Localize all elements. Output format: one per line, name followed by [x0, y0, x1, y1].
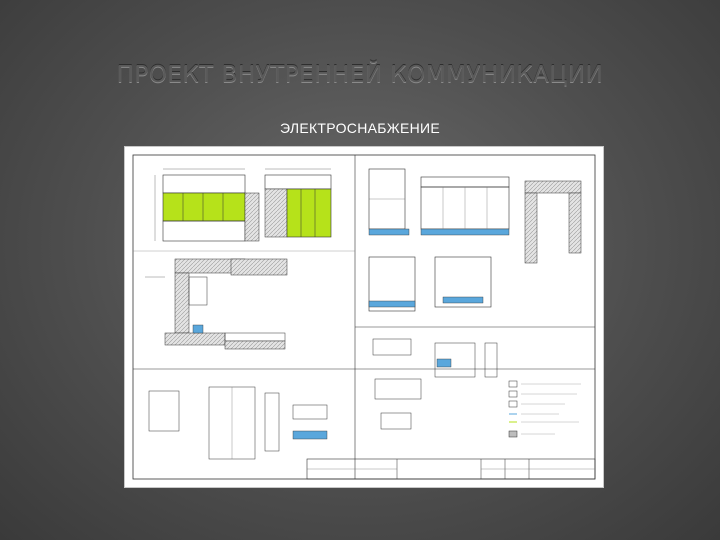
kitchen-elevation-left [154, 168, 260, 242]
title-block [306, 458, 596, 480]
technical-drawing-graphic [132, 154, 596, 480]
kitchen-elevation-right [264, 168, 332, 238]
wall-section-corner [524, 180, 582, 264]
slide-title: ПРОЕКТ ВНУТРЕННЕЙ КОММУНИКАЦИИ [116, 62, 604, 88]
detail-views [372, 338, 498, 430]
slide-subtitle: ЭЛЕКТРОСНАБЖЕНИЕ [279, 120, 441, 136]
wall-elevation-a [368, 168, 410, 236]
wall-elevation-b [420, 176, 510, 236]
floor-plan [145, 258, 288, 350]
legend-block [508, 380, 581, 438]
wall-elevation-c [368, 256, 492, 312]
cabinet-details [148, 386, 328, 460]
electrical-plan-drawing [124, 146, 604, 488]
